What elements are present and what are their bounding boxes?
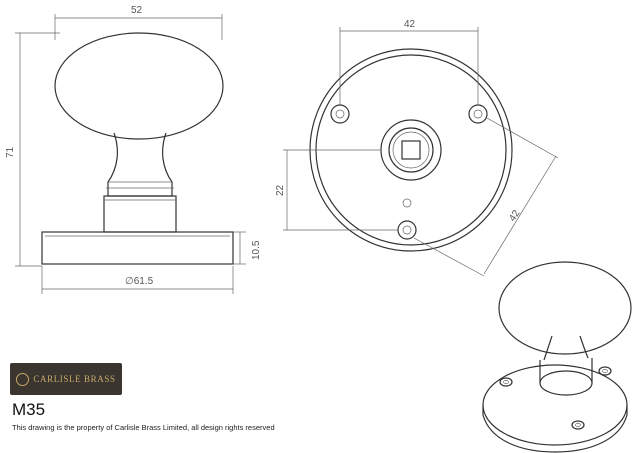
knob-neck-outline [107, 132, 173, 197]
isometric-view [482, 261, 632, 453]
rose-front-view: 42 22 42 [275, 19, 559, 277]
dim-rose-thickness: 10.5 [251, 240, 262, 260]
dim-height-71: 71 [5, 146, 16, 158]
side-elevation: 52 71 ∅61.5 10.5 [5, 5, 262, 294]
dim-rose-diameter: ∅61.5 [125, 276, 154, 287]
dim-hole-spacing-diagonal: 42 [507, 208, 522, 224]
isometric-knob-head [498, 261, 632, 355]
collar-outline [103, 195, 177, 233]
rose-plate-outline [41, 231, 234, 265]
screw-hole-bottom [397, 198, 417, 240]
screw-hole-top-right [468, 104, 488, 124]
carlisle-brass-logo: CARLISLE BRASS [10, 363, 122, 395]
dim-width-52: 52 [131, 5, 143, 16]
carlisle-brass-logo-icon [16, 372, 30, 386]
knob-head-outline [54, 32, 224, 140]
spindle-hub-outer [380, 119, 442, 181]
dim-hole-spacing-top: 42 [404, 19, 416, 30]
dim-center-offset-22: 22 [275, 184, 286, 196]
spindle-square-hole [401, 140, 421, 160]
model-number: M35 [12, 400, 46, 419]
screw-hole-top-left [330, 104, 350, 124]
copyright-note: This drawing is the property of Carlisle… [12, 423, 275, 432]
logo-text: CARLISLE BRASS [33, 374, 116, 384]
